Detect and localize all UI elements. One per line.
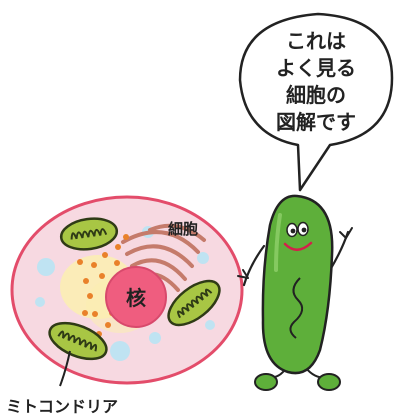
bacterium-character — [237, 194, 353, 391]
eyes — [286, 221, 309, 238]
mitochondrion-bottom-left — [48, 321, 108, 361]
mitochondria-leader-line — [59, 350, 71, 387]
cell: 核 細胞 — [10, 195, 244, 385]
left-arm — [242, 244, 266, 287]
mouth — [283, 241, 313, 251]
speech-bubble: これは よく見る 細胞の 図解です — [238, 12, 394, 192]
vesicles — [35, 226, 215, 361]
speech-line-4: 図解です — [276, 110, 356, 134]
bacterium-body — [261, 194, 334, 375]
mitochondrion-top-left — [59, 217, 119, 251]
mitochondrion-right — [167, 279, 221, 327]
speech-line-1: これは — [286, 29, 346, 53]
belly-squiggle — [289, 277, 304, 339]
feet — [254, 367, 341, 391]
speech-line-2: よく見る — [276, 56, 356, 80]
nucleus-label: 核 — [126, 286, 146, 310]
speech-line-3: 細胞の — [286, 83, 346, 107]
nucleus: 核 — [105, 266, 167, 328]
mitochondria-label: ミトコンドリア — [6, 397, 118, 416]
organelle-label: 細胞 — [168, 220, 198, 238]
